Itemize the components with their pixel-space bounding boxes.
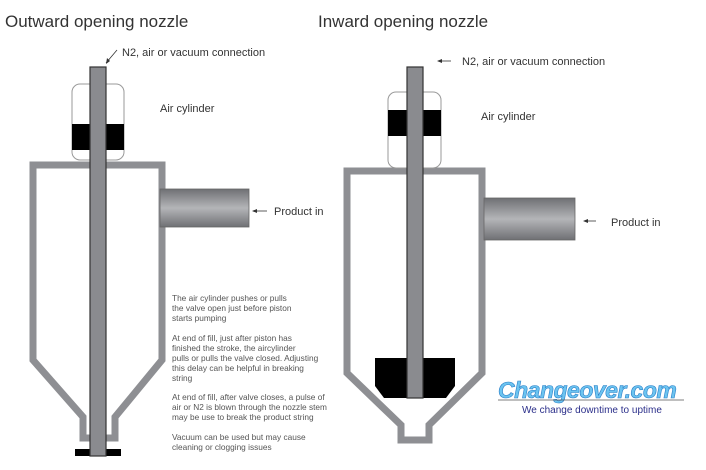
product-label: Product in: [611, 217, 661, 229]
arrow-head: [106, 58, 110, 64]
note-line: Vacuum can be used but may cause: [172, 432, 306, 442]
logo-text: Changeover.com: [498, 377, 676, 403]
hopper-body: [29, 161, 166, 442]
arrow-head: [583, 219, 588, 223]
product-pipe: [159, 188, 250, 228]
connection-label: N2, air or vacuum connection: [122, 47, 265, 59]
note-line: string: [172, 373, 193, 383]
note-line: this delay can be helpful in breaking: [172, 363, 304, 373]
cylinder-label: Air cylinder: [481, 111, 536, 123]
note-line: The air cylinder pushes or pulls: [172, 293, 287, 303]
connection-label: N2, air or vacuum connection: [462, 56, 605, 68]
inward-title: Inward opening nozzle: [318, 12, 488, 31]
svg-text:Vacuum can be used but may cau: Vacuum can be used but may causecleaning…: [172, 432, 306, 452]
note-line: finished the stroke, the aircylinder: [172, 343, 296, 353]
outward-title: Outward opening nozzle: [5, 12, 188, 31]
note-line: cleaning or clogging issues: [172, 442, 272, 452]
product-label: Product in: [274, 206, 324, 218]
svg-text:At end of fill, after valve cl: At end of fill, after valve closes, a pu…: [172, 392, 327, 422]
nozzle-stem: [89, 66, 107, 457]
note-line: may be use to break the product string: [172, 412, 314, 422]
arrow-head: [252, 209, 257, 213]
changeover-logo: Changeover.com We change downtime to upt…: [498, 377, 684, 416]
hopper-body: [343, 167, 486, 444]
note-line: pulls or pulls the valve closed. Adjusti…: [172, 353, 319, 363]
arrow-head: [437, 59, 442, 63]
logo-tagline: We change downtime to uptime: [522, 405, 662, 416]
cylinder-label: Air cylinder: [160, 103, 215, 115]
note-line: At end of fill, just after piston has: [172, 333, 292, 343]
svg-text:At end of fill, just after pis: At end of fill, just after piston hasfin…: [172, 333, 319, 383]
outward-nozzle: Outward opening nozzle N2, air or vacuum…: [5, 12, 327, 457]
nozzle-stem: [406, 66, 424, 399]
note-line: starts pumping: [172, 313, 227, 323]
note-line: At end of fill, after valve closes, a pu…: [172, 392, 325, 402]
inward-nozzle: Inward opening nozzle N2, air or vacuum …: [318, 12, 661, 444]
product-pipe: [483, 197, 576, 241]
note-line: the valve open just before piston: [172, 303, 292, 313]
note-line: air or N2 is blown through the nozzle st…: [172, 402, 327, 412]
